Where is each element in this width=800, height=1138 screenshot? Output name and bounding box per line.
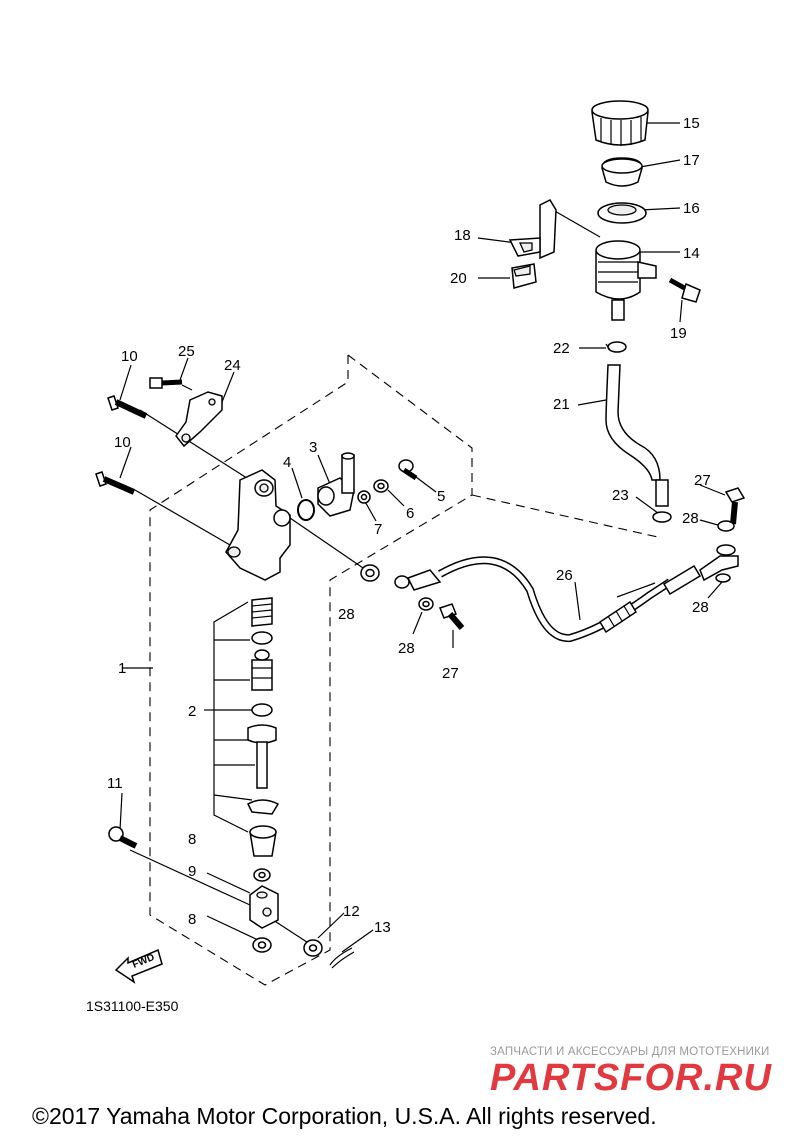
bolt-25 (149, 377, 183, 389)
part-labels: 1 2 3 4 5 6 7 8 8 9 10 10 11 12 13 14 15… (107, 115, 711, 936)
nut-8-upper (253, 868, 271, 882)
bracket-18 (508, 199, 557, 260)
assembly-outline (149, 354, 663, 986)
part-label-27-lower: 27 (442, 665, 459, 682)
part-label-14: 14 (683, 245, 700, 262)
bolt-10-lower (95, 471, 136, 495)
part-label-22: 22 (553, 340, 570, 357)
part-label-1: 1 (118, 660, 126, 677)
bracket-24 (175, 391, 223, 448)
watermark-tagline: ЗАПЧАСТИ И АКСЕССУАРЫ ДЛЯ МОТОТЕХНИКИ (490, 1046, 770, 1058)
part-label-9: 9 (188, 863, 196, 880)
part-label-5: 5 (437, 488, 445, 505)
part-label-7: 7 (374, 521, 382, 538)
diaphragm-16 (597, 202, 647, 224)
reservoir-hose-21 (605, 364, 669, 507)
part-label-4: 4 (283, 454, 291, 471)
part-label-2: 2 (188, 703, 196, 720)
nut-8-lower (252, 937, 272, 953)
o-ring-4 (297, 499, 315, 521)
part-label-17: 17 (683, 152, 700, 169)
part-label-11: 11 (107, 775, 123, 792)
washer-28-upper-right (717, 520, 735, 532)
copyright-text: ©2017 Yamaha Motor Corporation, U.S.A. A… (32, 1103, 657, 1129)
part-label-13: 13 (374, 919, 391, 936)
bolt-10-upper (107, 395, 148, 419)
part-label-16: 16 (683, 200, 700, 217)
washer-28-left (360, 564, 380, 582)
watermark: ЗАПЧАСТИ И АКСЕССУАРЫ ДЛЯ МОТОТЕХНИКИ PA… (490, 1046, 772, 1099)
hose-joint-3 (317, 452, 355, 517)
piston-kit-2 (247, 597, 280, 857)
reservoir-cap-15 (591, 100, 649, 146)
part-label-28-left: 28 (338, 606, 355, 623)
part-label-25: 25 (178, 343, 195, 360)
bolt-27-right (724, 487, 746, 525)
part-label-18: 18 (454, 227, 471, 244)
leader-lines (119, 122, 726, 953)
part-label-24: 24 (224, 357, 241, 374)
fwd-arrow: FWD (114, 948, 163, 984)
part-label-8-upper: 8 (188, 831, 196, 848)
washer-28-bottom (418, 597, 434, 611)
cotter-pin-13 (329, 947, 355, 969)
pin-11 (108, 826, 138, 849)
part-label-12: 12 (343, 903, 360, 920)
part-label-8-lower: 8 (188, 911, 196, 928)
part-label-20: 20 (450, 270, 467, 287)
part-label-19: 19 (670, 325, 687, 342)
washer-12 (303, 939, 323, 957)
part-label-21: 21 (553, 396, 570, 413)
part-label-3: 3 (309, 439, 317, 456)
clevis-9 (249, 885, 279, 929)
washer-28-lower-right (715, 573, 731, 583)
bolt-19 (668, 277, 701, 303)
washer-7 (357, 490, 371, 504)
part-label-10-lower: 10 (114, 434, 131, 451)
diaphragm-plate-17 (601, 157, 643, 187)
part-label-27-right: 27 (694, 472, 711, 489)
damper-20 (511, 263, 537, 289)
brake-hose-26 (394, 544, 739, 643)
part-label-26: 26 (556, 567, 573, 584)
part-label-23: 23 (612, 487, 629, 504)
part-label-28-upper-right: 28 (682, 510, 699, 527)
hose-clamp-22 (605, 341, 627, 353)
screw-5 (398, 459, 418, 481)
reservoir-14 (595, 240, 657, 321)
bolt-27-lower (439, 603, 465, 630)
part-label-28-bottom: 28 (398, 640, 415, 657)
drawing-code: 1S31100-E350 (86, 998, 179, 1014)
part-label-6: 6 (406, 505, 414, 522)
washer-6 (373, 479, 389, 493)
part-label-15: 15 (683, 115, 700, 132)
watermark-logo: PARTSFOR.RU (490, 1057, 772, 1099)
part-label-10-upper: 10 (121, 348, 138, 365)
hose-clamp-23 (652, 511, 672, 523)
master-cylinder-body-1 (225, 469, 291, 581)
part-label-28-lower-right: 28 (692, 599, 709, 616)
